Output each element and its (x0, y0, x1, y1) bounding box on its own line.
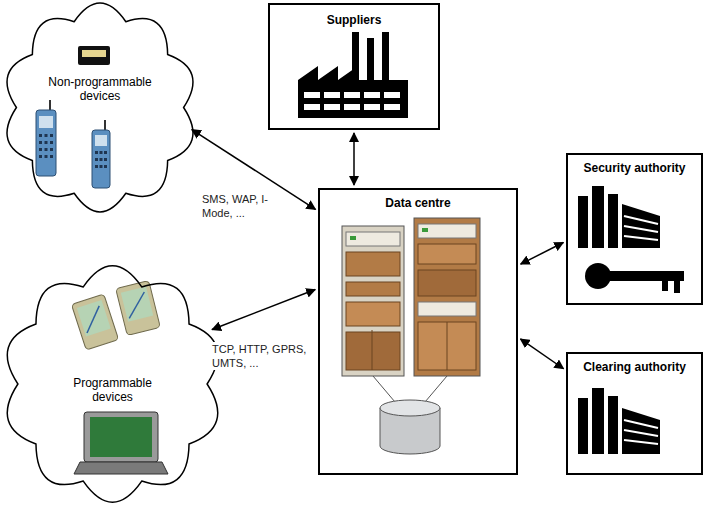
node-title: Non-programmable devices (45, 75, 155, 103)
security-building-icon (578, 186, 660, 248)
node-title: Data centre (385, 196, 450, 210)
server-rack-icon (342, 226, 404, 376)
storage-disk-icon (373, 376, 447, 454)
device-cloud: Non-programmable devices (5, 5, 195, 210)
system-box: Security authority (566, 153, 703, 305)
server-rack-icon (414, 218, 480, 376)
system-box: Data centre (318, 188, 518, 475)
double-arrow (212, 290, 315, 330)
double-arrow (521, 243, 564, 265)
double-arrow (520, 339, 563, 369)
node-title: Programmable devices (53, 376, 173, 404)
clearing-building-icon (578, 388, 660, 454)
device-cloud: Programmable devices (5, 268, 220, 500)
protocol-label: SMS, WAP, I-Mode, ... (200, 192, 284, 220)
node-title: Suppliers (327, 13, 382, 27)
key-icon (585, 263, 684, 293)
system-box: Clearing authority (566, 352, 703, 475)
system-box: Suppliers (268, 3, 440, 130)
cloud-outline (5, 5, 195, 210)
double-arrow (353, 133, 355, 185)
node-title: Clearing authority (583, 360, 686, 374)
factory-icon (298, 32, 408, 118)
node-title: Security authority (583, 161, 685, 175)
protocol-label: TCP, HTTP, GPRS, UMTS, ... (210, 342, 318, 370)
